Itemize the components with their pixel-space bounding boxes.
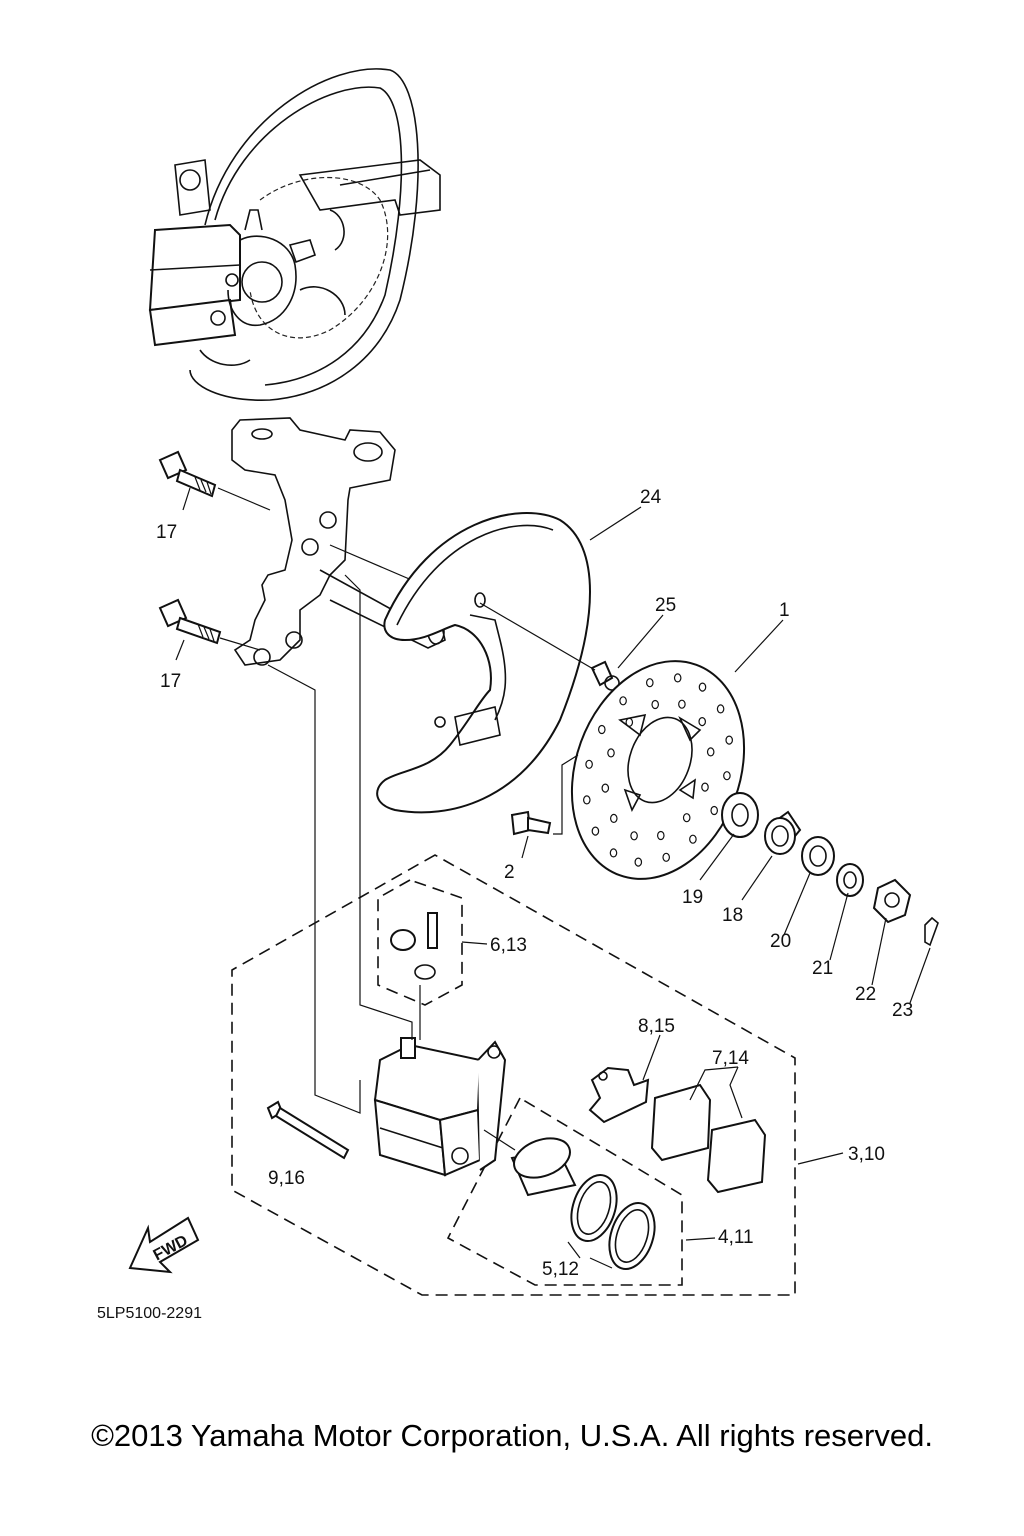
disc-vent-hole — [619, 696, 627, 706]
disc-vent-hole — [645, 678, 654, 688]
callout-labels: 24 25 1 17 17 2 19 18 20 21 22 23 6,13 8… — [97, 487, 913, 1322]
disc-vent-hole — [607, 748, 615, 758]
disc-vent-hole — [625, 717, 634, 727]
callout-20: 20 — [770, 931, 791, 952]
disc-vent-hole — [678, 699, 686, 709]
bolt-25 — [590, 660, 620, 691]
callout-9-16: 9,16 — [268, 1168, 305, 1189]
disc-guard-24 — [376, 512, 591, 814]
disc-vent-hole — [630, 831, 638, 841]
callout-5-12: 5,12 — [542, 1259, 579, 1280]
callout-3-10: 3,10 — [848, 1144, 885, 1165]
piston-seals-5 — [570, 1174, 656, 1270]
disc-vent-hole — [597, 724, 606, 735]
diagram-code: 5LP5100-2291 — [97, 1305, 202, 1322]
disc-vent-hole — [634, 857, 643, 867]
disc-vent-hole — [591, 826, 600, 836]
callout-2: 2 — [504, 862, 515, 883]
callout-24: 24 — [640, 487, 662, 508]
callout-18: 18 — [722, 905, 743, 926]
disc-vent-hole — [723, 771, 731, 781]
brake-disc-1 — [570, 660, 746, 880]
callout-1: 1 — [779, 600, 790, 621]
collar-18 — [764, 810, 802, 855]
pad-support-8 — [588, 1066, 650, 1124]
collar-20 — [801, 836, 835, 876]
callout-17-upper: 17 — [156, 522, 177, 543]
bleed-screw-6 — [390, 912, 438, 980]
bolt-17-lower — [158, 598, 222, 645]
brake-pads-7 — [650, 1083, 767, 1194]
disc-vent-hole — [582, 795, 591, 805]
castle-nut-22 — [872, 878, 912, 924]
disc-vent-hole — [698, 716, 707, 727]
cotter-pin-23 — [924, 916, 939, 947]
copyright-notice: ©2013 Yamaha Motor Corporation, U.S.A. A… — [91, 1418, 933, 1453]
assembly-lines — [175, 487, 931, 1269]
disc-vent-hole — [656, 830, 665, 841]
callout-6-13: 6,13 — [490, 935, 527, 956]
disc-vent-hole — [716, 704, 725, 714]
disc-vent-hole — [689, 834, 697, 844]
callout-19: 19 — [682, 887, 703, 908]
disc-vent-hole — [710, 805, 719, 816]
disc-vent-hole — [651, 699, 660, 710]
bolt-2 — [510, 810, 552, 836]
disc-vent-hole — [682, 813, 691, 823]
disc-vent-hole — [609, 848, 618, 858]
disc-vent-hole — [725, 735, 734, 745]
caliper-body — [373, 1037, 507, 1177]
pin-9 — [266, 1100, 350, 1160]
callout-23: 23 — [892, 1000, 913, 1021]
forward-arrow-icon: FWD — [128, 1216, 200, 1274]
callout-17-lower: 17 — [160, 671, 181, 692]
piston-kit-outline — [446, 1096, 683, 1286]
bolt-17-upper — [158, 450, 217, 498]
disc-vent-hole — [662, 852, 671, 862]
callout-8-15: 8,15 — [638, 1016, 675, 1037]
bleed-screw-outline — [377, 879, 463, 1006]
disc-vent-hole — [609, 813, 618, 824]
disc-vent-hole — [698, 682, 707, 692]
disc-vent-hole — [701, 782, 709, 792]
spacer-19 — [721, 792, 759, 838]
caliper-assy-outline — [231, 854, 796, 1296]
piston-4 — [510, 1137, 577, 1197]
disc-vent-hole — [673, 673, 682, 683]
disc-vent-hole — [601, 783, 610, 793]
callout-4-11: 4,11 — [718, 1227, 754, 1248]
assembled-view-illustration — [148, 68, 441, 401]
disc-vent-hole — [585, 759, 593, 769]
callout-22: 22 — [855, 984, 876, 1005]
disc-vent-hole — [706, 747, 715, 757]
callout-21: 21 — [812, 958, 833, 979]
callout-25: 25 — [655, 595, 676, 616]
washer-21 — [836, 863, 864, 897]
callout-7-14: 7,14 — [712, 1048, 749, 1069]
